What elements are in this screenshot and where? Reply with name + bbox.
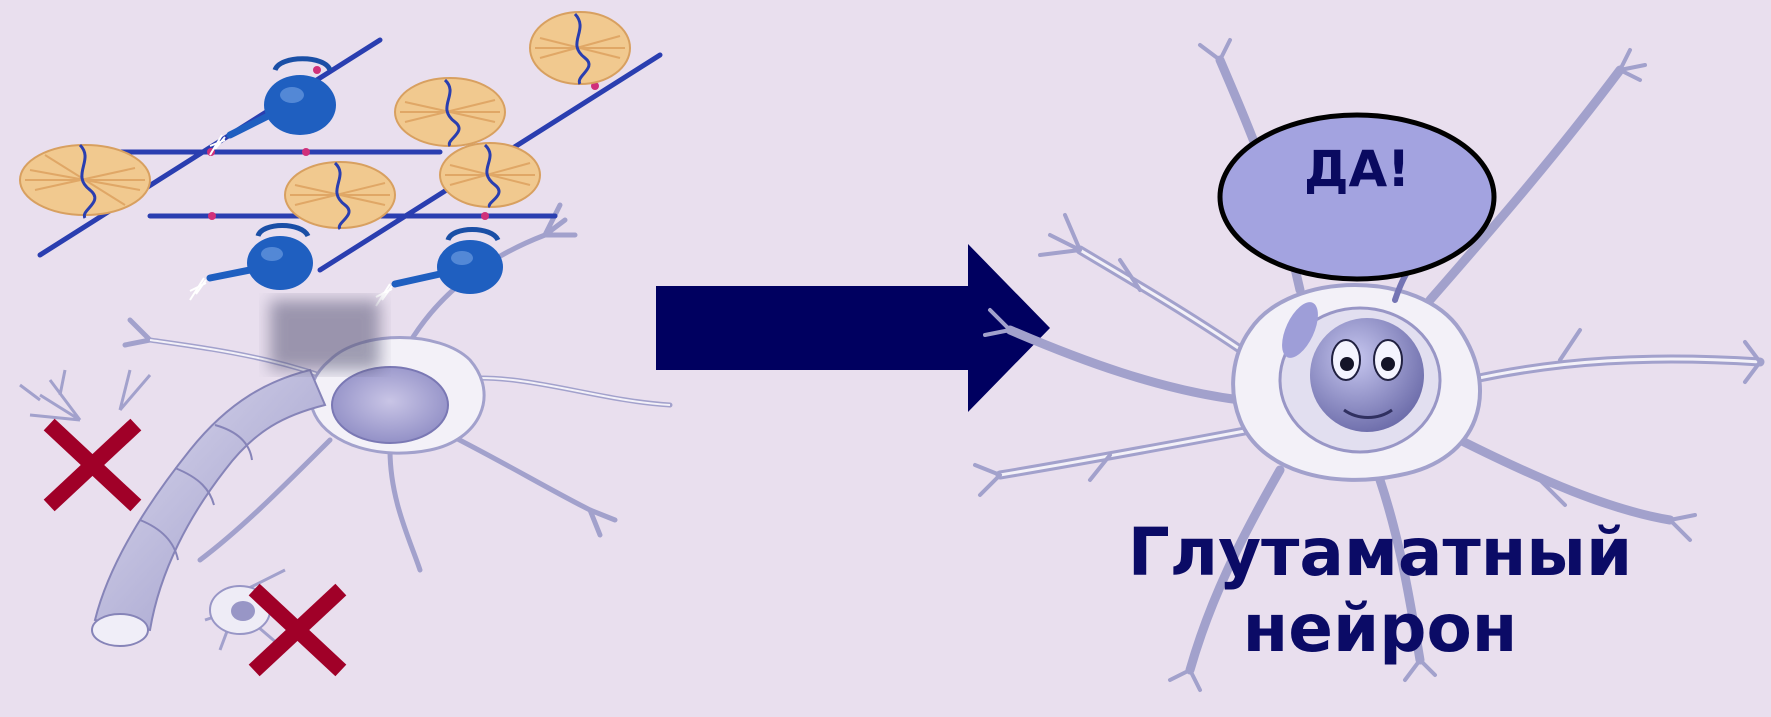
bubble-text: ДА! — [1217, 140, 1497, 198]
haystack-icon — [285, 162, 395, 229]
right-arrow-icon — [656, 244, 1050, 412]
cross-icon — [55, 430, 130, 500]
watering-can-icon — [376, 230, 503, 307]
left-neuron — [125, 205, 670, 570]
haystack-icon — [395, 78, 505, 146]
caption-line-1: Глутаматный — [1060, 515, 1700, 591]
caption-line-2: нейрон — [1060, 591, 1700, 667]
haystack-icon — [530, 12, 630, 84]
neuron-caption: Глутаматный нейрон — [1060, 515, 1700, 667]
blurred-patch — [270, 300, 380, 370]
watering-can-icon — [190, 226, 313, 301]
cross-icon — [260, 595, 335, 665]
haystack-icon — [440, 143, 540, 207]
haystack-icon — [20, 145, 150, 218]
